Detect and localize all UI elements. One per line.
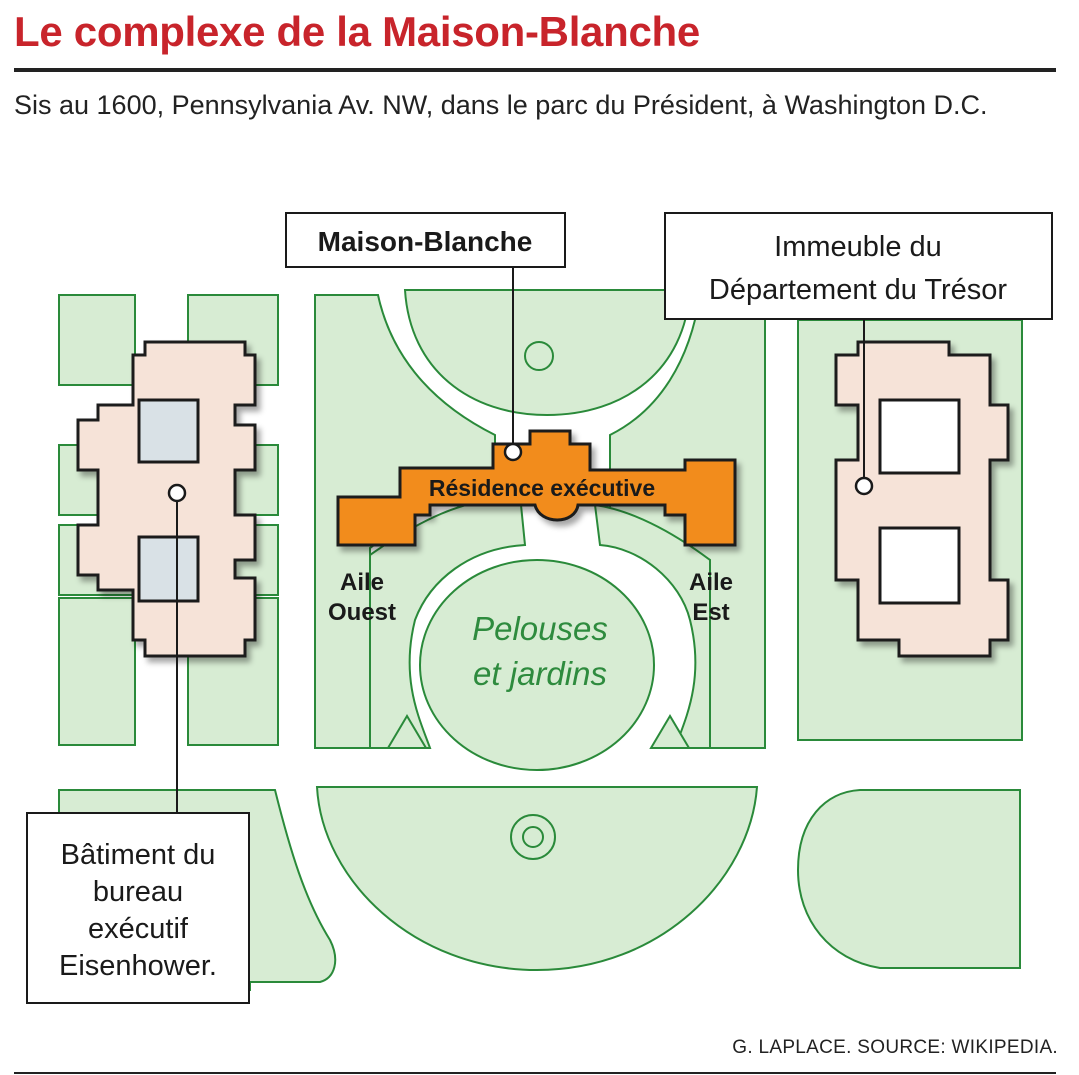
callout-maison-blanche-box	[285, 212, 566, 268]
label-maison-blanche: Maison-Blanche	[318, 226, 533, 257]
treasury-courtyard-south	[878, 526, 961, 605]
executive-residence	[336, 429, 737, 547]
lawn-south-east	[593, 503, 711, 749]
eisenhower-courtyard-north	[137, 398, 200, 464]
treasury-building	[834, 340, 1010, 658]
label-pelouses-1: Pelouses	[472, 610, 608, 647]
label-residence: Résidence exécutive	[429, 475, 655, 501]
label-pelouses-2: et jardins	[473, 655, 607, 692]
label-aile-ouest-2: Ouest	[328, 599, 396, 626]
fountain-north	[524, 341, 554, 371]
callout-eisenhower-box	[26, 812, 250, 1004]
marker-maison-blanche	[503, 442, 523, 462]
lawn-north-circle	[403, 289, 692, 417]
south-lawn-oval	[419, 559, 655, 771]
marker-eisenhower	[167, 483, 187, 503]
lawn-west-bottom-left	[58, 597, 136, 746]
title-divider	[14, 68, 1056, 72]
label-aile-est-2: Est	[692, 599, 729, 626]
source-credit: G. LAPLACE. SOURCE: WIKIPEDIA.	[732, 1037, 1058, 1058]
fountain-south-inner	[522, 826, 544, 848]
label-aile-est-1: Aile	[689, 569, 733, 596]
lawn-west-top-left	[58, 294, 136, 386]
label-eisenhower-4: Eisenhower.	[59, 950, 217, 982]
label-tresor-line2: Département du Trésor	[709, 274, 1008, 306]
fountain-south-outer	[510, 814, 556, 860]
page-title: Le complexe de la Maison-Blanche	[14, 8, 700, 55]
label-eisenhower-1: Bâtiment du	[61, 839, 216, 871]
marker-tresor	[854, 476, 874, 496]
bottom-divider	[14, 1072, 1056, 1074]
callout-tresor-box	[664, 212, 1053, 320]
label-eisenhower-3: exécutif	[88, 913, 189, 945]
lawn-south-west	[369, 493, 527, 749]
lawn-ellipse-south	[315, 786, 759, 972]
eisenhower-building	[76, 340, 257, 658]
label-tresor-line1: Immeuble du	[774, 231, 942, 263]
eisenhower-courtyard-south	[137, 535, 200, 603]
page-subtitle: Sis au 1600, Pennsylvania Av. NW, dans l…	[14, 90, 988, 120]
garden-triangle-west	[386, 714, 428, 749]
label-aile-ouest-1: Aile	[340, 569, 384, 596]
lawn-southeast	[796, 789, 1021, 969]
label-eisenhower-2: bureau	[93, 876, 183, 908]
garden-triangle-east	[649, 714, 691, 749]
treasury-courtyard-north	[878, 398, 961, 475]
